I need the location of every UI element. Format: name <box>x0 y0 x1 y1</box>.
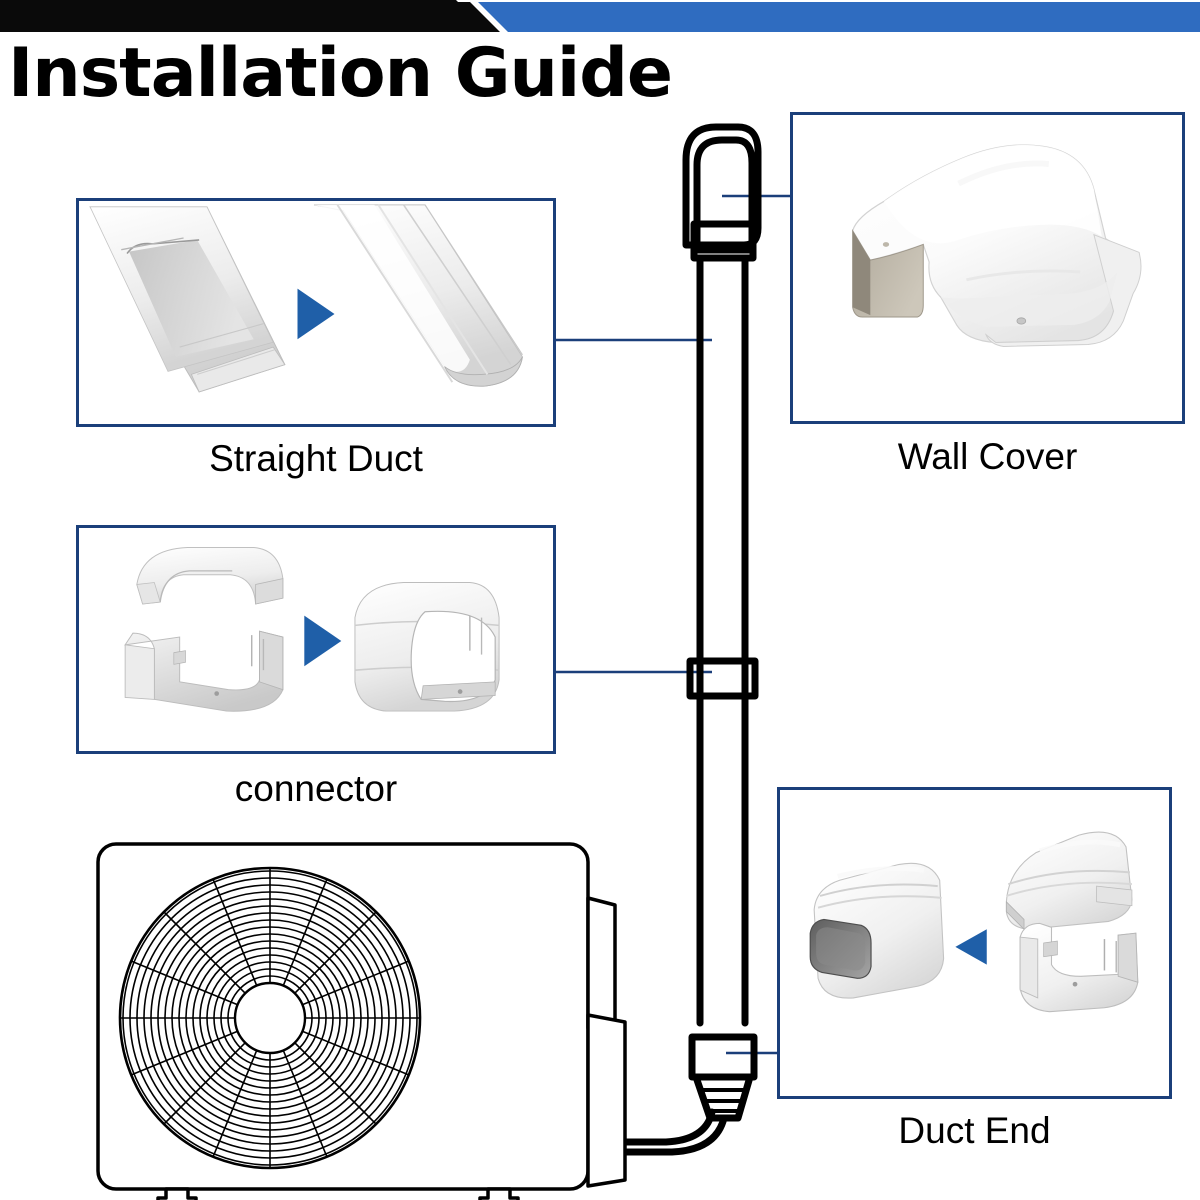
duct-end-collar <box>688 1033 758 1081</box>
ac-unit-foot-left <box>156 1187 198 1200</box>
ac-unit-side-panel <box>586 896 617 1030</box>
panel-duct-end[interactable] <box>777 787 1172 1099</box>
wall-cover-illustration <box>852 144 1142 347</box>
panel-label-connector: connector <box>234 768 398 809</box>
fan-hub <box>233 981 307 1055</box>
duct-end-assembled <box>809 862 945 999</box>
banner-blue-shape <box>478 2 1200 32</box>
open-channel-duct <box>89 206 286 393</box>
page-title: Installation Guide <box>8 34 673 113</box>
connector-split-halves <box>124 546 284 712</box>
wall-cover-inner <box>693 136 756 254</box>
duct-end-on-duct <box>692 1073 754 1122</box>
ac-unit-foot-right <box>478 1187 520 1200</box>
panel-straight-duct[interactable] <box>76 198 556 427</box>
panel-wall-cover[interactable] <box>790 112 1185 424</box>
duct-end-illustration <box>809 831 1139 1013</box>
ac-unit-side-panel-lower <box>586 1013 627 1188</box>
banner-black-shape <box>0 2 500 32</box>
triangle-right-icon <box>297 288 335 340</box>
panel-label-wall-cover: Wall Cover <box>897 436 1078 477</box>
panel-label-duct-end: Duct End <box>898 1110 1051 1151</box>
connector-band-on-duct <box>686 657 759 700</box>
outdoor-condenser-unit <box>96 842 627 1200</box>
closed-duct-cover <box>313 204 523 387</box>
banner-black-tail <box>0 0 486 30</box>
straight-duct-illustration <box>89 204 523 393</box>
panel-label-straight-duct: Straight Duct <box>209 438 423 479</box>
connector-illustration <box>124 546 500 712</box>
triangle-left-icon <box>955 929 987 965</box>
duct-collar-top <box>690 220 757 262</box>
wall-cover-hood <box>852 144 1142 347</box>
connector-assembled <box>354 582 500 712</box>
panel-connector[interactable] <box>76 525 556 754</box>
duct-end-open-halves <box>1005 831 1139 1013</box>
triangle-right-icon <box>304 615 342 667</box>
wall-cover-on-duct <box>682 123 762 249</box>
